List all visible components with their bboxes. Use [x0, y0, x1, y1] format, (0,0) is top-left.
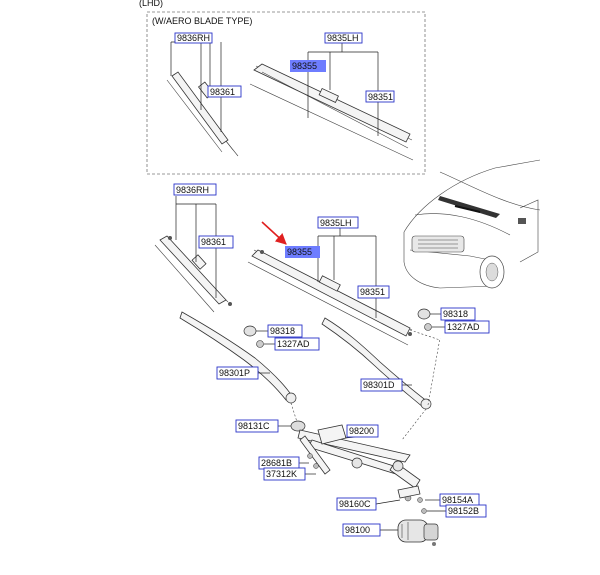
linkage-assy-label: 98200	[349, 426, 374, 436]
standard-blade-group: 9836RH 9835LH 98355 98361 98351	[154, 183, 413, 346]
aero-rh-label: 9836RH	[177, 33, 210, 43]
cap-rh-label: 98318	[270, 326, 295, 336]
callout-arrow	[261, 221, 287, 245]
standard-insert-rh-label: 98361	[201, 237, 226, 247]
crank-label-box	[336, 497, 377, 511]
pivot-label: 98131C	[238, 421, 270, 431]
nut-rh-label: 1327AD	[277, 339, 310, 349]
aero-rh-label-box	[174, 32, 213, 44]
wiper-arms: 98318 1327AD 98301P 98318 1327AD 98301D	[179, 307, 490, 410]
vehicle-illustration	[403, 159, 541, 289]
wiper-motor	[397, 519, 439, 546]
nut-lh-label: 1327AD	[447, 322, 480, 332]
nut-label: 28681B	[261, 458, 292, 468]
lh-arm-shape	[321, 317, 429, 409]
linkage-motor-group: 98131C 98200 28681B 37312K 98160C 98154A…	[235, 402, 487, 546]
standard-lh-blade	[247, 249, 413, 346]
crank-label: 98160C	[339, 499, 371, 509]
standard-insert-rh-label-box	[198, 235, 234, 249]
nut-rh-label-box	[274, 337, 320, 351]
standard-rh-label-box	[173, 183, 217, 196]
arm-lh-label: 98301D	[363, 380, 395, 390]
crank-arm	[397, 485, 421, 499]
washer-label-box	[445, 504, 487, 518]
aero-group-title: (W/AERO BLADE TYPE)	[152, 16, 252, 26]
motor-label: 98100	[345, 525, 370, 535]
pivot-label-box	[235, 419, 279, 433]
aero-blade-lh-label: 98355	[292, 61, 317, 71]
standard-lh-label-box	[317, 216, 359, 229]
arm-rh-label: 98301P	[219, 368, 250, 378]
crank-nut-label: 98154A	[442, 495, 473, 505]
aero-lh-label: 9835LH	[327, 33, 359, 43]
standard-insert-lh-label-box	[357, 285, 390, 299]
cap-lh-label-box	[440, 307, 476, 321]
bolt-label-box	[263, 467, 306, 481]
standard-insert-lh-label: 98351	[360, 287, 385, 297]
standard-blade-lh-highlight	[285, 246, 320, 258]
standard-rh-blade	[154, 235, 232, 313]
standard-rh-label: 9836RH	[176, 185, 209, 195]
washer-label: 98152B	[448, 506, 479, 516]
aero-insert-lh-label-box	[365, 90, 395, 103]
bolt-label: 37312K	[266, 469, 297, 479]
standard-blade-lh-label: 98355	[287, 247, 312, 257]
aero-lh-blade	[249, 63, 414, 161]
arm-rh-label-box	[216, 366, 259, 380]
linkage-assy-label-box	[346, 424, 379, 438]
aero-insert-rh-label-box	[207, 85, 242, 98]
aero-insert-rh-label: 98361	[210, 87, 235, 97]
pivot-part	[290, 420, 306, 432]
motor-label-box	[342, 523, 381, 537]
region-label: (LHD)	[139, 0, 163, 8]
standard-lh-label: 9835LH	[320, 218, 352, 228]
aero-rh-blade	[166, 71, 239, 157]
aero-blade-lh-highlight	[290, 60, 326, 72]
nut-lh-label-box	[444, 320, 490, 334]
cap-lh-label: 98318	[443, 309, 468, 319]
cap-rh-label-box	[267, 324, 303, 338]
arm-lh-label-box	[360, 378, 403, 392]
aero-insert-lh-label: 98351	[368, 92, 393, 102]
linkage-bracket-left	[299, 435, 331, 475]
aero-lh-label-box	[324, 32, 363, 44]
aero-blade-group: (W/AERO BLADE TYPE) 9836RH	[146, 11, 426, 175]
